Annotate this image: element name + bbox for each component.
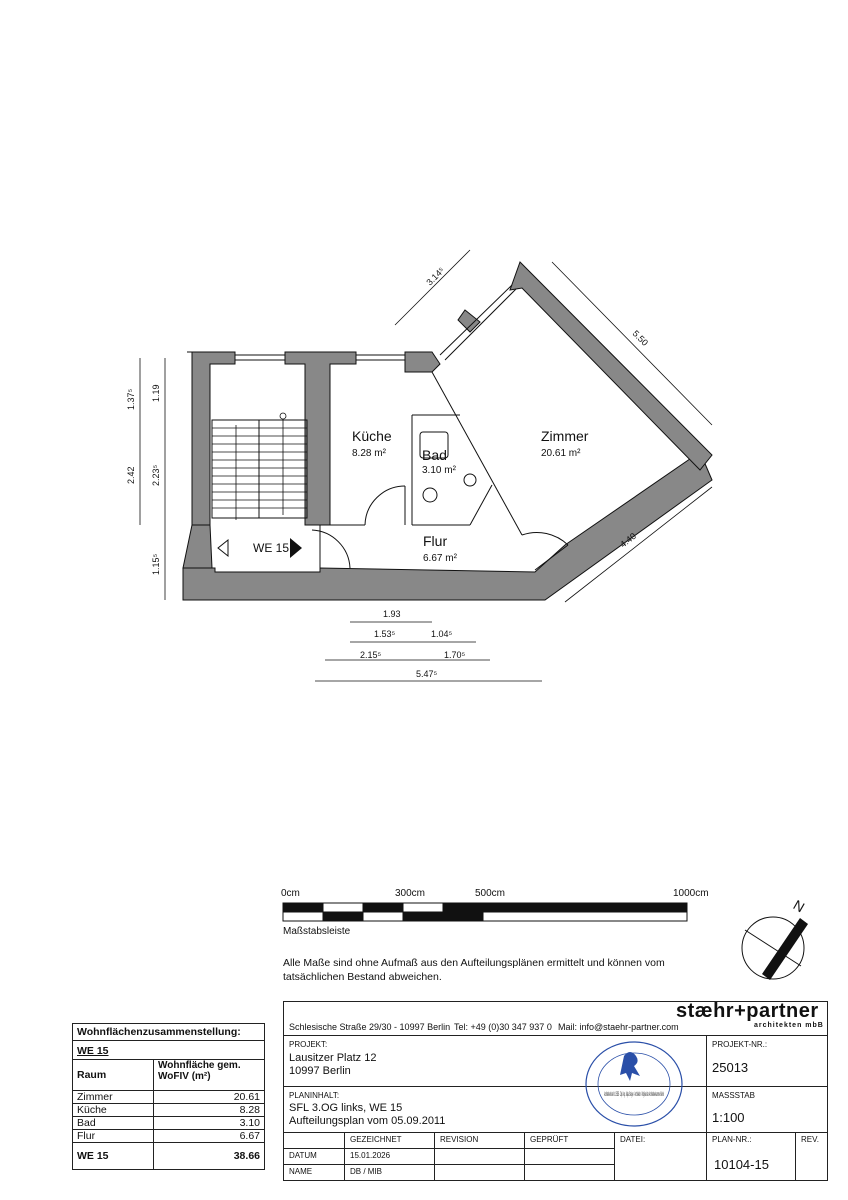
table-total-row: WE 15 38.66	[73, 1142, 264, 1169]
dim-137: 1.37⁵	[126, 388, 136, 410]
planinhalt-line1: SFL 3.OG links, WE 15	[289, 1102, 403, 1114]
dimension-labels: 3.14⁵ 5.50 4.40 1.37⁵ 1.19 2.42 2.23⁵ 1.…	[126, 265, 650, 679]
col-area: Wohnfläche gem. WoFIV (m²)	[153, 1060, 264, 1090]
planinhalt-label: PLANINHALT:	[289, 1091, 340, 1100]
room-area-kueche: 8.28 m²	[352, 448, 387, 459]
walls	[182, 261, 713, 601]
row-area: 6.67	[153, 1130, 264, 1142]
office-phone: Tel: +49 (0)30 347 937 0	[454, 1022, 552, 1032]
table-row: Bad 3.10	[73, 1116, 264, 1129]
dim-223: 2.23⁵	[151, 464, 161, 486]
row-area: 8.28	[153, 1104, 264, 1116]
rev-label: REV.	[801, 1135, 819, 1144]
dimension-lines	[139, 249, 713, 682]
room-name-zimmer: Zimmer	[541, 428, 589, 444]
datum-value: 15.01.2026	[350, 1151, 391, 1160]
dim-242: 2.42	[126, 466, 136, 484]
massstab-value: 1:100	[712, 1110, 745, 1125]
architect-stamp: Architektenliste Nr. 15935 · Dipl.-Ing. …	[585, 1041, 683, 1127]
dim-115: 1.15⁵	[151, 553, 161, 575]
row-room: Küche	[77, 1104, 107, 1116]
plannr-value: 10104-15	[714, 1157, 769, 1172]
room-labels: Küche 8.28 m² Zimmer 20.61 m² Bad 3.10 m…	[352, 428, 589, 564]
projektnr-label: PROJEKT-NR.:	[712, 1040, 768, 1049]
total-label: WE 15	[77, 1150, 109, 1162]
room-area-flur: 6.67 m²	[423, 553, 458, 564]
dim-170: 1.70⁵	[444, 650, 466, 660]
datei-label: DATEI:	[620, 1135, 646, 1144]
projekt-line2: 10997 Berlin	[289, 1065, 351, 1077]
table-row: Zimmer 20.61	[73, 1090, 264, 1103]
row-room: Flur	[77, 1130, 96, 1142]
dim-547: 5.47⁵	[416, 669, 438, 679]
area-table: Wohnflächenzusammenstellung: WE 15 Raum …	[72, 1023, 265, 1170]
name-label: NAME	[289, 1167, 313, 1176]
room-name-bad: Bad	[422, 447, 447, 463]
office-address: Schlesische Straße 29/30 - 10997 Berlin	[289, 1022, 451, 1032]
unit-marker: WE 15	[217, 538, 302, 558]
revision-label: REVISION	[440, 1135, 479, 1144]
dim-215: 2.15⁵	[360, 650, 382, 660]
gezeichnet-label: GEZEICHNET	[350, 1135, 402, 1144]
col-room: Raum	[77, 1069, 107, 1081]
dim-104: 1.04⁵	[431, 629, 453, 639]
scale-label-1000: 1000cm	[673, 888, 709, 899]
room-area-bad: 3.10 m²	[422, 465, 457, 476]
dim-119: 1.19	[151, 384, 161, 402]
scale-label-300: 300cm	[395, 888, 426, 899]
area-table-unit: WE 15	[73, 1040, 264, 1059]
area-table-title: Wohnflächenzusammenstellung:	[77, 1026, 241, 1038]
interior-lines	[211, 284, 569, 571]
unit-label: WE 15	[253, 541, 289, 555]
projektnr-value: 25013	[712, 1060, 749, 1075]
projekt-label: PROJEKT:	[289, 1040, 328, 1049]
table-row: Flur 6.67	[73, 1129, 264, 1142]
dim-193: 1.93	[383, 609, 401, 619]
geprueft-label: GEPRÜFT	[530, 1135, 569, 1144]
stamp-text: Architektenliste Nr. 15935 · Dipl.-Ing. …	[604, 1092, 664, 1098]
massstab-label: MASSSTAB	[712, 1091, 755, 1100]
planinhalt-line2: Aufteilungsplan vom 05.09.2011	[289, 1115, 446, 1127]
row-room: Bad	[77, 1117, 96, 1129]
scale-caption: Maßstabsleiste	[283, 926, 351, 937]
table-row: Küche 8.28	[73, 1103, 264, 1116]
row-area: 20.61	[153, 1091, 264, 1103]
room-name-kueche: Küche	[352, 428, 392, 444]
total-value: 38.66	[153, 1143, 264, 1169]
scale-label-0: 0cm	[281, 888, 300, 899]
compass-icon	[741, 916, 808, 980]
datum-label: DATUM	[289, 1151, 317, 1160]
scale-label-500: 500cm	[475, 888, 506, 899]
plannr-label: PLAN-NR.:	[712, 1135, 752, 1144]
brand-logo: stæhr+partner	[676, 1000, 819, 1022]
row-area: 3.10	[153, 1117, 264, 1129]
area-table-header: Raum Wohnfläche gem. WoFIV (m²)	[73, 1059, 264, 1090]
disclaimer-note: Alle Maße sind ohne Aufmaß aus den Aufte…	[283, 957, 665, 983]
brand-subtitle: architekten mbB	[754, 1022, 824, 1029]
room-area-zimmer: 20.61 m²	[541, 448, 581, 459]
title-block: Schlesische Straße 29/30 - 10997 Berlin …	[283, 1000, 828, 1181]
name-value: DB / MIB	[350, 1167, 383, 1176]
projekt-line1: Lausitzer Platz 12	[289, 1052, 377, 1064]
row-room: Zimmer	[77, 1091, 113, 1103]
stair-steps	[212, 412, 307, 520]
scale-bar	[282, 902, 688, 922]
office-mail: Mail: info@staehr-partner.com	[558, 1022, 679, 1032]
dim-153: 1.53⁵	[374, 629, 396, 639]
room-name-flur: Flur	[423, 533, 447, 549]
